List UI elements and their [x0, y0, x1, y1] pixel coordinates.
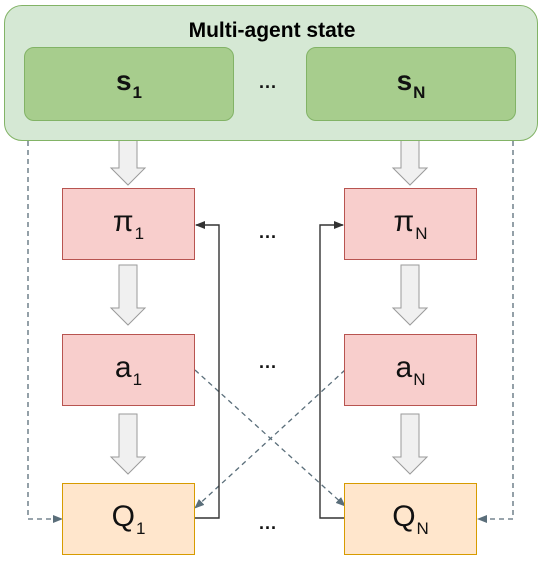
qN-symbol: Q	[392, 499, 416, 533]
block-arrow-aN-to-qN	[391, 413, 429, 475]
policy-ellipsis: ...	[259, 222, 278, 242]
state-s1: s1	[24, 47, 234, 121]
dashed-aN-to-q1	[194, 369, 346, 509]
critic-q1: Q1	[62, 483, 195, 555]
a1-subscript: 1	[132, 369, 143, 389]
block-arrow-piN-to-aN	[391, 264, 429, 326]
s1-subscript: 1	[132, 83, 143, 102]
policy-piN: πN	[344, 188, 477, 260]
critic-ellipsis: ...	[259, 513, 278, 533]
dashed-a1-to-qN	[194, 369, 346, 507]
state-sN: sN	[306, 47, 516, 121]
q1-subscript: 1	[135, 518, 146, 538]
q1-symbol: Q	[111, 499, 135, 533]
action-aN: aN	[344, 334, 477, 406]
aN-symbol: a	[395, 350, 413, 384]
action-a1: a1	[62, 334, 195, 406]
qN-subscript: N	[416, 518, 429, 538]
dashed-state-to-q1	[27, 141, 63, 523]
policy-pi1: π1	[62, 188, 195, 260]
s1-symbol: s	[115, 65, 132, 96]
state-ellipsis: ...	[259, 72, 278, 92]
feedback-qN-to-piN	[319, 221, 344, 519]
block-arrow-pi1-to-a1	[109, 264, 147, 326]
aN-subscript: N	[413, 369, 426, 389]
state-title: Multi-agent state	[188, 19, 356, 42]
a1-symbol: a	[114, 350, 132, 384]
block-arrow-a1-to-q1	[109, 413, 147, 475]
critic-qN: QN	[344, 483, 477, 555]
pi1-subscript: 1	[134, 223, 145, 243]
dashed-state-to-qN	[477, 141, 514, 523]
sN-subscript: N	[413, 83, 426, 102]
feedback-q1-to-pi1	[195, 221, 220, 519]
multi-agent-state-box: Multi-agent state s1 ... sN	[4, 5, 538, 141]
piN-symbol: π	[393, 204, 415, 238]
pi1-symbol: π	[112, 204, 134, 238]
action-ellipsis: ...	[259, 352, 278, 372]
sN-symbol: s	[396, 65, 413, 96]
piN-subscript: N	[415, 223, 428, 243]
